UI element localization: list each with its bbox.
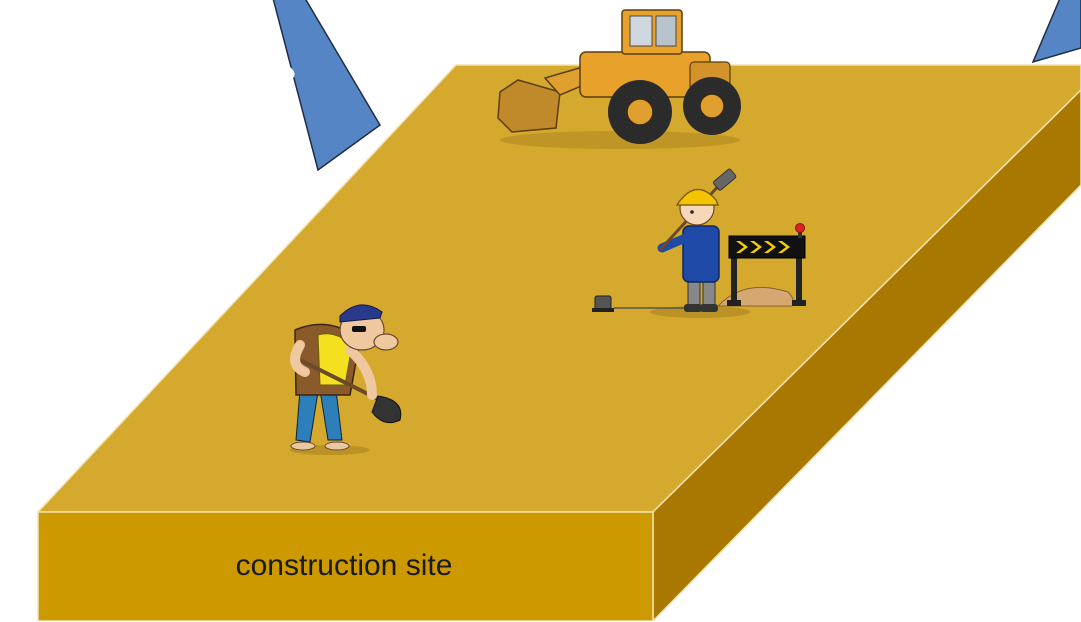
callout-arrow-left: mples	[195, 0, 380, 170]
callout-arrow-right	[1033, 0, 1081, 62]
site-label: construction site	[38, 510, 650, 622]
